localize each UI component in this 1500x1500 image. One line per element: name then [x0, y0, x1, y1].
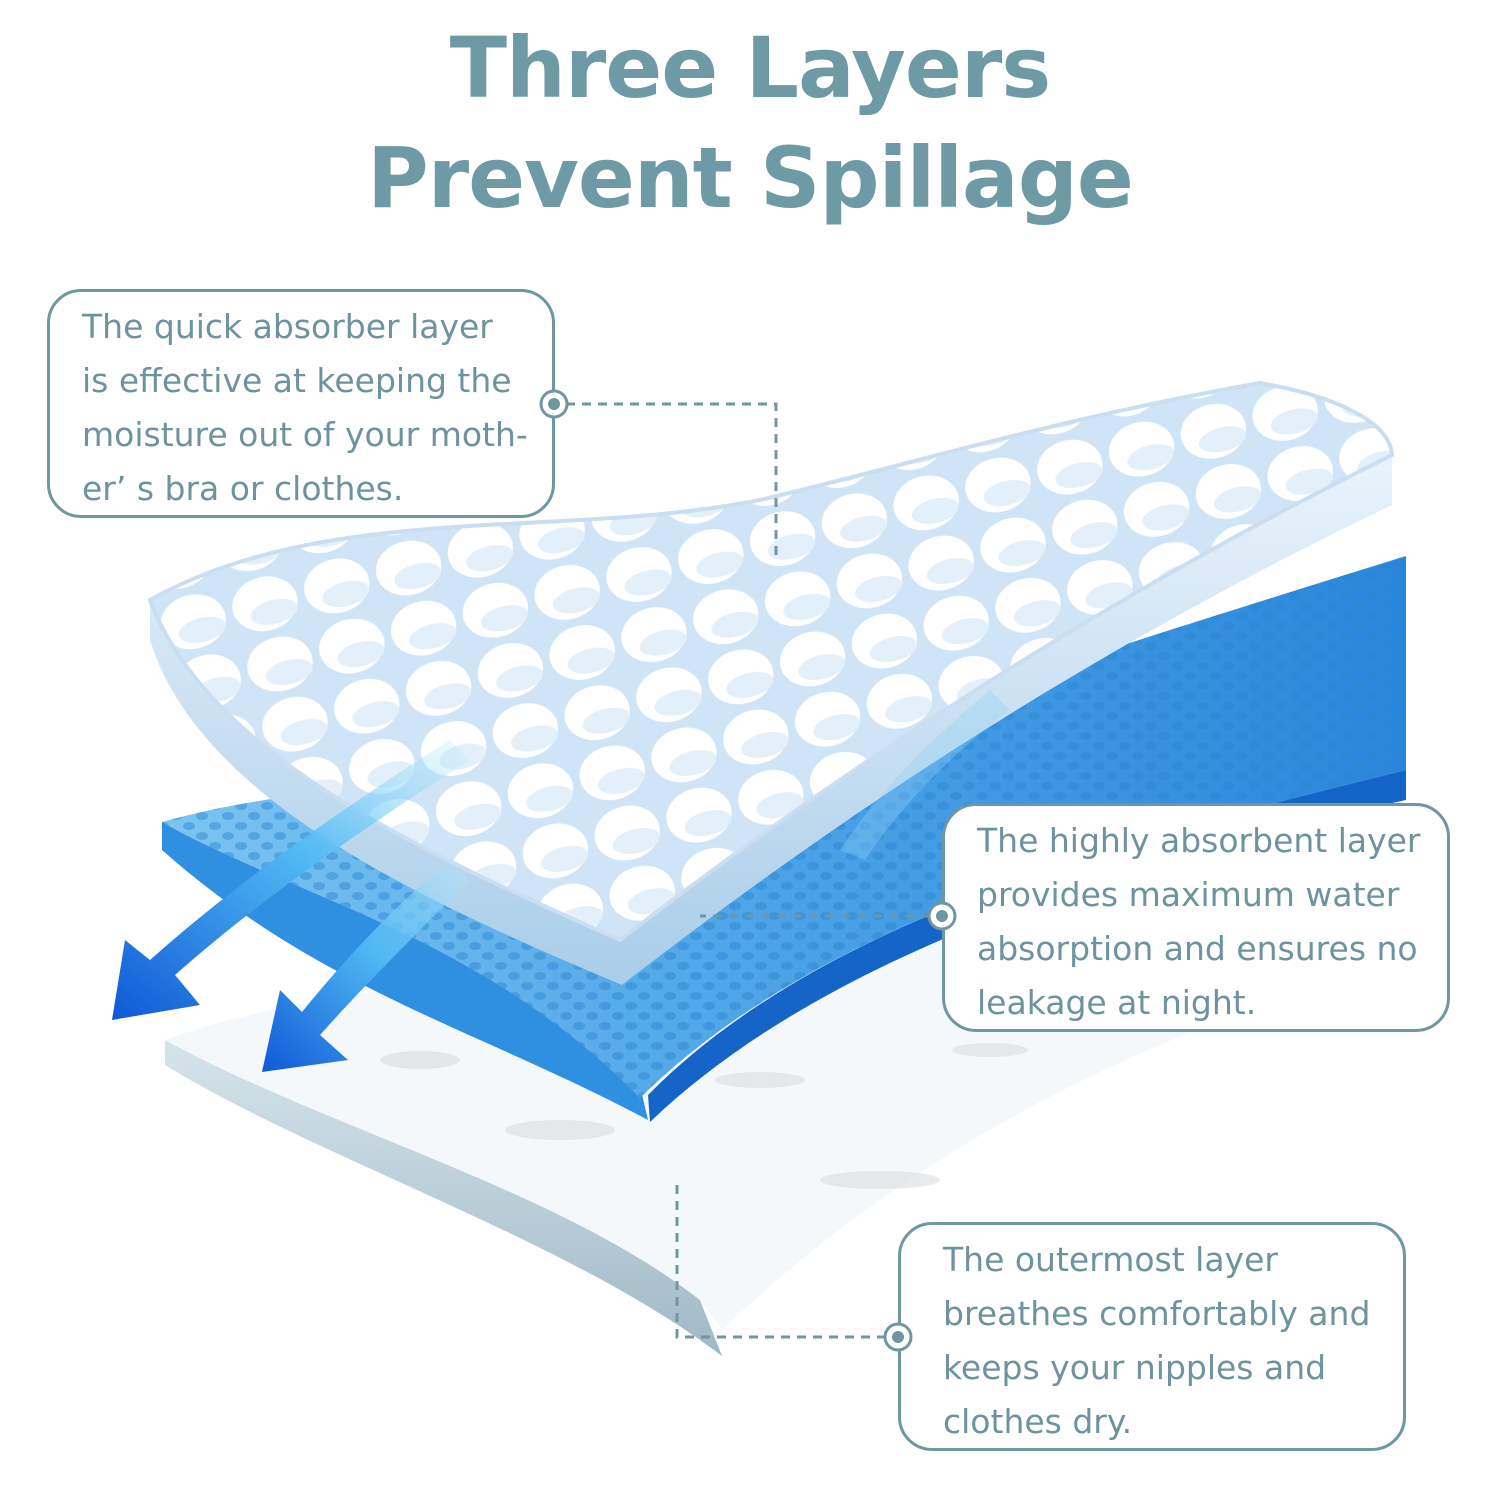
- callout-line: is effective at keeping the: [82, 361, 512, 400]
- absorbent-layer-edge: [162, 822, 648, 1120]
- callout-quick-absorber: The quick absorber layer is effective at…: [47, 289, 555, 518]
- quick-absorber-layer: [150, 383, 1392, 940]
- outer-layer-edge: [165, 1040, 722, 1356]
- title-line-1: Three Layers: [449, 19, 1052, 117]
- callout-highly-absorbent: The highly absorbent layer provides maxi…: [942, 803, 1450, 1032]
- flow-arrow-right: [262, 860, 470, 1072]
- callout-line: absorption and ensures no: [977, 929, 1418, 968]
- flow-arrow-left: [112, 740, 470, 1020]
- callout-line: keeps your nipples and: [943, 1348, 1327, 1387]
- callout-line: er’ s bra or clothes.: [82, 469, 404, 508]
- callout-line: provides maximum water: [977, 875, 1400, 914]
- callout-line: moisture out of your moth-: [82, 415, 528, 454]
- callout-line: The highly absorbent layer: [977, 821, 1421, 860]
- callout-line: leakage at night.: [977, 983, 1257, 1022]
- title-line-2: Prevent Spillage: [367, 129, 1134, 227]
- callout-line: The outermost layer: [943, 1240, 1278, 1279]
- callout-outermost: The outermost layer breathes comfortably…: [898, 1222, 1406, 1451]
- callout-line: The quick absorber layer: [82, 307, 493, 346]
- callout-line: clothes dry.: [943, 1402, 1133, 1441]
- callout-line: breathes comfortably and: [943, 1294, 1371, 1333]
